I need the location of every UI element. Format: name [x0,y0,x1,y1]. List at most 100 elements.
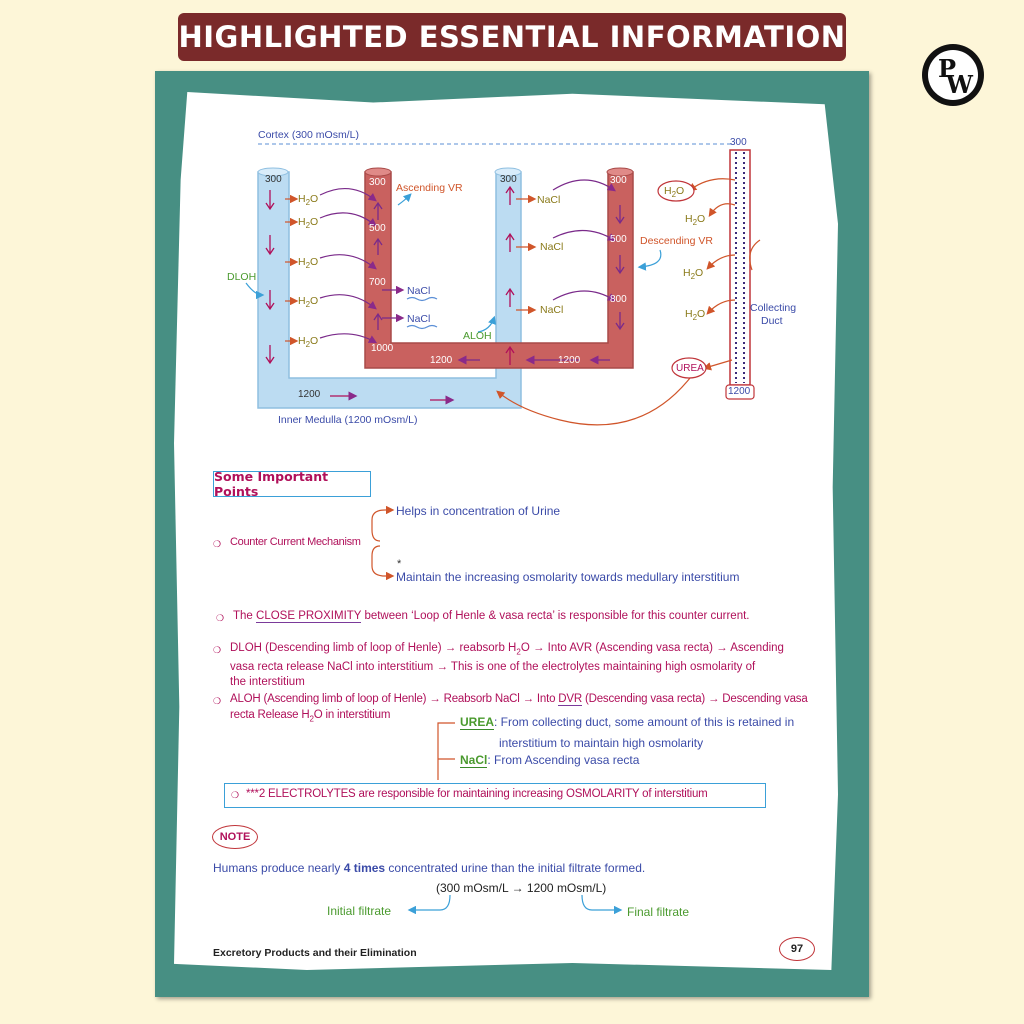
bullet-icon: ❍ [213,539,222,549]
h2o-cloud [657,180,695,202]
dvr-top-value: 300 [610,175,627,186]
logo-letter-p: P [938,54,957,83]
cd-bottom-value: 1200 [728,386,751,397]
dloh-flow-arrows [265,190,275,365]
nacl-out-avr-arrows [382,285,438,330]
avr-top-value: 300 [369,177,386,188]
urea-cloud-label: UREA [676,363,704,374]
initial-filtrate-label: Initial filtrate [327,904,392,918]
cd-top-value: 300 [730,137,747,148]
page-number-badge: 97 [779,937,815,961]
aloh-pointer [477,315,497,333]
aloh-opening [494,167,522,177]
nacl-label-aloh-3: NaCl [540,304,564,316]
dvr-bottom-value: 1200 [558,355,581,366]
cortex-label: Cortex (300 mOsm/L) [258,129,359,141]
logo-circle: P W [928,50,978,100]
important-points-heading: Some Important Points [213,469,371,499]
collecting-duct-label-1: Collecting [750,302,797,314]
nacl-label-aloh-2: NaCl [540,241,564,253]
h2o-label-cd-1: H2O [685,213,706,228]
aloh-label: ALOH [463,330,492,342]
dloh-water-arrows [285,194,299,346]
descending-vr-label: Descending VR [640,235,713,247]
dloh-top-value: 300 [265,174,282,185]
pw-logo: P W [922,44,984,106]
h2o-cloud-label: H2O [664,185,685,200]
final-filtrate-arrow [581,894,623,915]
electrolytes-box [224,783,766,808]
nacl-label-aloh-1: NaCl [537,194,561,206]
descending-vr-pointer [637,249,662,271]
dvr-800-value: 800 [610,294,627,305]
ccm-branch-2: Maintain the increasing osmolarity towar… [396,570,740,584]
bullet-icon: ❍ [213,645,222,655]
note-badge-text: NOTE [219,831,251,843]
ascending-vr-pointer [397,193,412,206]
h2o-label-cd-2: H2O [683,267,704,282]
ccm-bracket-top [371,505,395,542]
ccm-label: Counter Current Mechanism [230,536,361,548]
dvr-opening [606,167,634,177]
page-banner: HIGHLIGHTED ESSENTIAL INFORMATION [178,13,846,61]
avr-bottom-value: 1200 [430,355,453,366]
ccm-branch-1: Helps in concentration of Urine [396,504,561,518]
nacl-label-avr-2: NaCl [407,313,431,325]
h2o-label-2: H2O [298,216,319,231]
urea-out-arrow [702,359,733,371]
urea-point-2: interstitium to maintain high osmolarity [499,736,704,750]
inner-medulla-label: Inner Medulla (1200 mOsm/L) [278,414,418,426]
avr-500-value: 500 [369,223,386,234]
initial-filtrate-arrow [407,894,451,915]
electrolyte-bracket [437,722,455,780]
bullet-icon: ❍ [216,613,225,623]
note-line: Humans produce nearly 4 times concentrat… [213,861,646,875]
ccm-star: * [397,558,402,570]
nacl-label-avr-1: NaCl [407,285,431,297]
loop-bottom-arrows [330,391,455,405]
h2o-label-5: H2O [298,335,319,350]
h2o-label-3: H2O [298,256,319,271]
electrolytes-text: ***2 ELECTROLYTES are responsible for ma… [246,788,708,800]
water-into-avr-arrows [319,188,378,344]
collecting-duct-label-2: Duct [761,315,783,327]
final-filtrate-label: Final filtrate [627,905,690,919]
urea-recycle-arrow [496,377,691,426]
dvr-500-value: 500 [610,234,627,245]
bullet-icon: ❍ [231,790,240,800]
dvr-flow-arrows [615,205,625,331]
dloh-opening [257,167,289,177]
avr-1000-value: 1000 [371,343,394,354]
h2o-label-cd-3: H2O [685,308,706,323]
point-dloh: DLOH (Descending limb of loop of Henle) … [230,642,784,689]
loop-bottom-value: 1200 [298,389,321,400]
chapter-title: Excretory Products and their Elimination [213,947,417,959]
ccm-bracket-bottom [371,545,395,581]
important-points-heading-text: Some Important Points [214,469,329,499]
avr-opening [364,167,392,177]
aloh-flow-arrows [505,185,515,365]
note-range: (300 mOsm/L → 1200 mOsm/L) [436,881,607,895]
nacl-into-dvr-arrows [552,179,617,302]
h2o-label-1: H2O [298,193,319,208]
urea-cloud [671,357,707,379]
point-aloh: ALOH (Ascending limb of loop of Henle) →… [230,693,808,723]
bullet-icon: ❍ [213,696,222,706]
point-close-proximity: The CLOSE PROXIMITY between ‘Loop of Hen… [233,610,750,623]
nacl-point: NaCl: From Ascending vasa recta [460,753,640,768]
note-badge: NOTE [212,825,258,849]
avr-700-value: 700 [369,277,386,288]
aloh-nacl-arrows [516,194,537,315]
h2o-label-4: H2O [298,295,319,310]
avr-flow-arrows [373,201,383,330]
banner-title: HIGHLIGHTED ESSENTIAL INFORMATION [178,20,846,54]
logo-letter-w: W [946,70,973,99]
cd-bottom-box [725,384,755,400]
ascending-vr-label: Ascending VR [396,182,463,194]
dloh-pointer [245,282,265,300]
page-number: 97 [790,943,804,955]
collecting-duct [729,149,751,386]
aloh-top-value: 300 [500,174,517,185]
urea-point: UREA: From collecting duct, some amount … [460,715,795,730]
